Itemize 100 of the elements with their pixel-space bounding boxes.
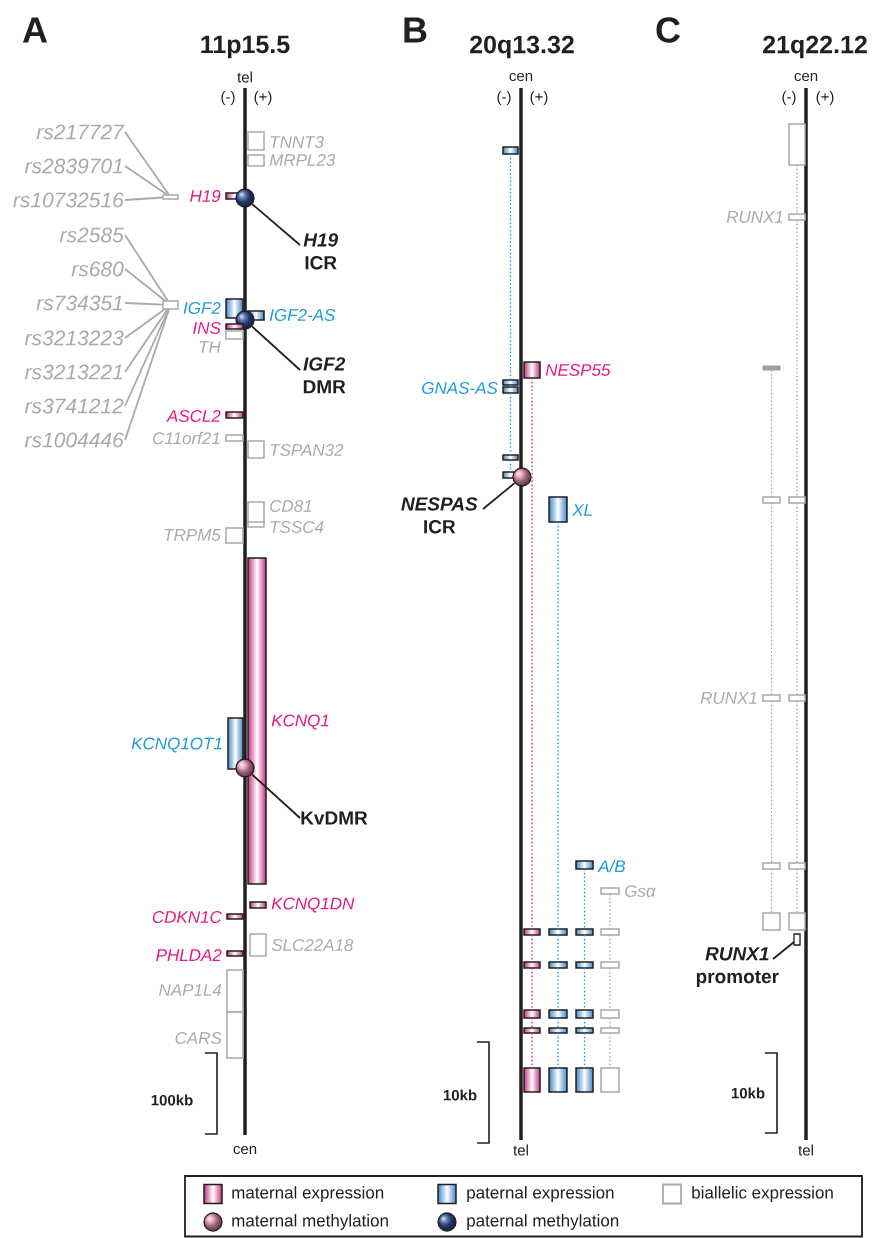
gene-label: NAP1L4 (159, 984, 222, 996)
exon-box (523, 928, 541, 936)
transcript-line (770, 868, 773, 914)
transcript-line (531, 377, 533, 930)
gene-label: KCNQ1DN (271, 897, 355, 913)
leader-line (124, 234, 169, 302)
gene-label: KCNQ1 (271, 714, 329, 730)
gene-label: SLC22A18 (271, 939, 354, 952)
transcript-line (583, 1017, 586, 1029)
exon-box (548, 1027, 568, 1034)
gene-label: PHLDA2 (156, 949, 222, 961)
gene-label: ASCL2 (166, 410, 221, 423)
snp-label: rs10732516 (13, 192, 124, 208)
gene-label: CARS (175, 1032, 222, 1045)
exon-box (788, 496, 806, 504)
marker-bar (162, 194, 179, 200)
region-label: KvDMR (301, 811, 368, 825)
leader-line (124, 308, 169, 373)
panel-letter: A (22, 17, 48, 43)
gene-label: H19 (190, 190, 221, 202)
transcript-line (796, 868, 798, 914)
exon-box (523, 1067, 541, 1093)
leader-line (482, 482, 516, 510)
methylation-circle (512, 467, 532, 487)
methylation-circle (235, 758, 255, 778)
gene-label: CDKN1C (152, 911, 222, 924)
strand-label: (+) (816, 91, 834, 105)
gene-label: TRPM5 (164, 529, 221, 541)
exon-box (575, 961, 594, 969)
exon-box (575, 1067, 594, 1093)
transcript-line (770, 502, 773, 696)
exon-box (600, 928, 620, 936)
gene-label: IGF2 (183, 302, 221, 315)
gene-label: A/B (597, 859, 626, 873)
snp-label: rs1004446 (24, 432, 124, 448)
end-label: cen (509, 72, 533, 82)
exon-box (788, 694, 806, 702)
leader-line (124, 302, 164, 306)
transcript-line (509, 392, 512, 456)
gene-label: TH (199, 341, 221, 353)
strand-label: (-) (782, 91, 796, 105)
exon-box (600, 1067, 620, 1093)
transcript-line (509, 384, 512, 388)
transcript-line (583, 868, 586, 930)
region-label: RUNX1 promoter (696, 947, 779, 987)
methylation-circle (235, 188, 255, 208)
leader-line (124, 196, 164, 201)
locus-title: 11p15.5 (201, 35, 290, 59)
region-label: IGF2 DMR (303, 357, 346, 394)
exon-box (523, 1009, 541, 1019)
exon-box (762, 862, 781, 870)
snp-label: rs3741212 (24, 398, 124, 414)
exon-box (502, 454, 519, 461)
region-label: H19 ICR (303, 233, 339, 270)
strand-label: (+) (254, 91, 272, 105)
exon-box (575, 1009, 594, 1019)
methylation-circle (235, 310, 255, 330)
gene-label: CD81 (270, 500, 312, 513)
gene-label: GNAS-AS (422, 382, 498, 395)
promoter-bracket (793, 933, 801, 946)
end-label: cen (233, 1145, 257, 1155)
transcript-line (583, 967, 586, 1011)
snp-label: rs3213223 (24, 330, 124, 346)
leader-line (124, 308, 166, 339)
exon-box (600, 961, 620, 969)
locus-title: 21q22.12 (763, 35, 867, 59)
transcript-line (796, 502, 798, 696)
end-label: tel (513, 1144, 528, 1156)
gene-label: C11orf21 (153, 431, 220, 445)
transcript-line (557, 967, 559, 1011)
transcript-line (796, 219, 798, 498)
gene-label: TNNT3 (270, 136, 324, 148)
gene-label: Gsα (625, 885, 657, 898)
transcript-line (796, 700, 798, 864)
exon-box (788, 912, 806, 931)
transcript-line (557, 1032, 559, 1069)
exon-box (575, 1027, 594, 1034)
leader-line (251, 773, 301, 819)
locus-title: 20q13.32 (470, 35, 574, 59)
legend-label: biallelic expression (692, 1186, 833, 1202)
scale-label: 100kb (151, 1094, 193, 1106)
leader-line (251, 325, 301, 371)
transcript-line (609, 967, 611, 1011)
snp-label: rs680 (71, 261, 124, 277)
gene-label: INS (193, 322, 221, 335)
exon-box (548, 1009, 568, 1019)
snp-label: rs2839701 (24, 158, 122, 174)
region-label: NESPAS ICR (401, 497, 478, 534)
exon-box (575, 928, 594, 936)
legend-label: maternal expression (232, 1186, 384, 1202)
marker-bar (762, 365, 781, 371)
leader-line (124, 308, 171, 441)
leader-line (124, 268, 167, 302)
exon-box (788, 123, 806, 166)
panel-letter: C (656, 17, 681, 43)
transcript-line (770, 369, 773, 498)
transcript-line (557, 1017, 559, 1029)
exon-box (600, 1009, 620, 1019)
snp-label: rs217727 (36, 124, 125, 140)
scale-label: 10kb (443, 1089, 477, 1101)
